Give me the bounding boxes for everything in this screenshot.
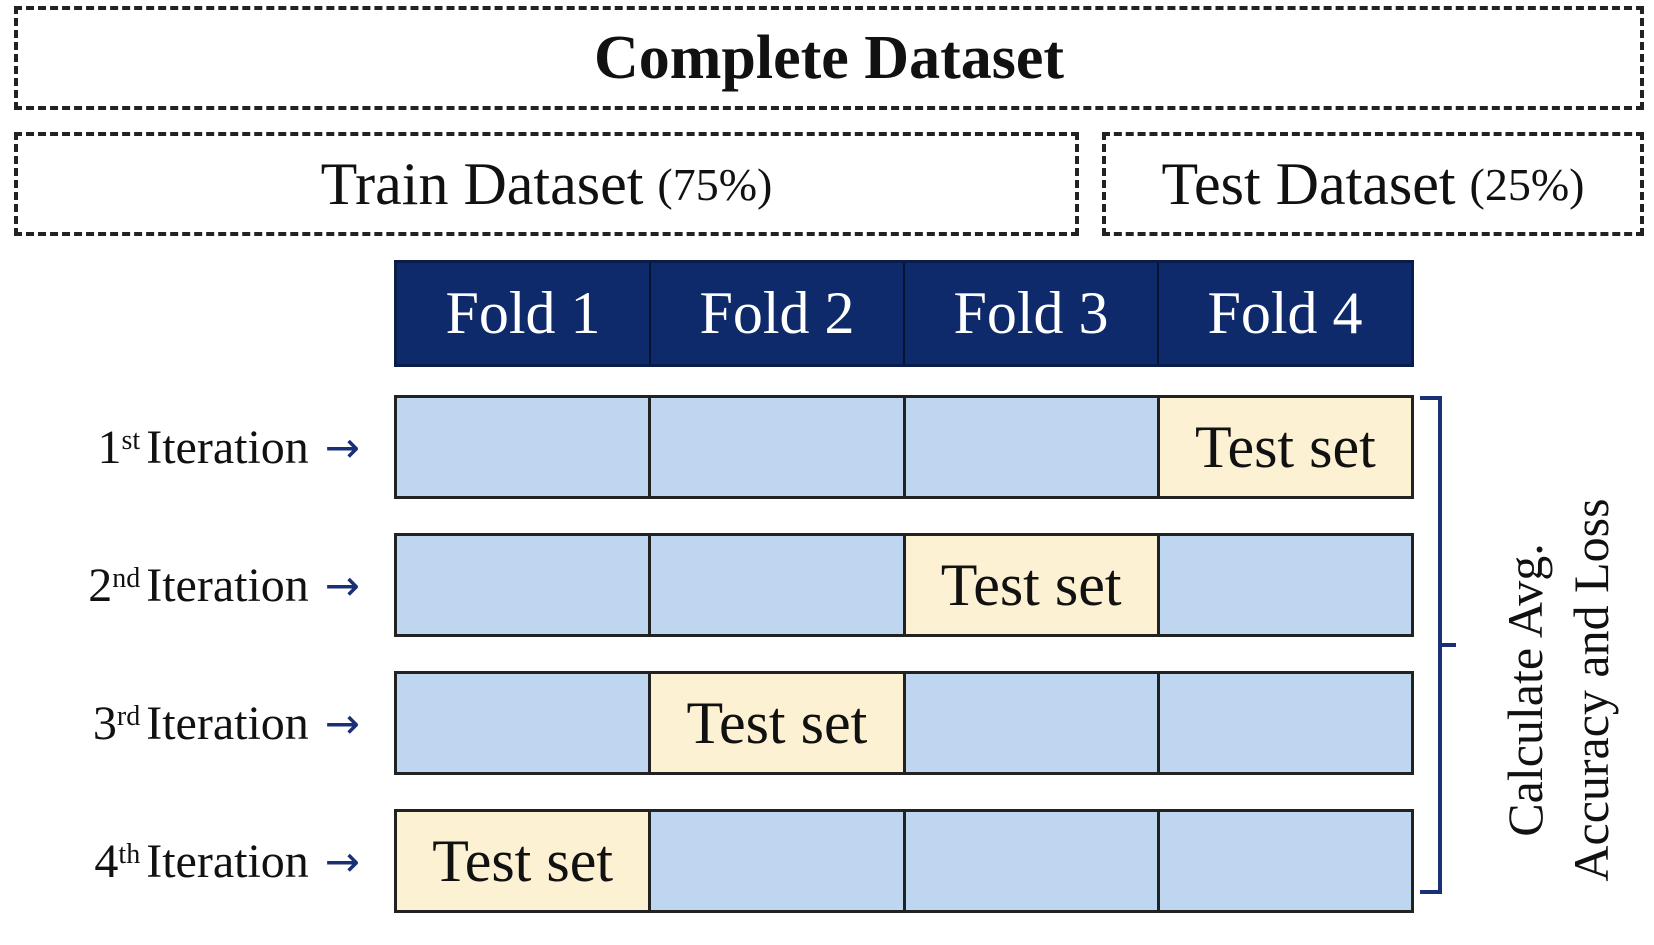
test-set-cell: Test set: [1159, 398, 1411, 496]
iteration-number: 2: [88, 558, 113, 612]
iteration-number: 3: [92, 696, 117, 750]
iteration-word: Iteration: [146, 420, 309, 474]
iteration-word: Iteration: [146, 696, 309, 750]
fold-header-1: Fold 1: [397, 263, 651, 364]
test-set-cell: Test set: [397, 812, 652, 910]
train-fold-cell: [1159, 812, 1411, 910]
train-dataset-box: Train Dataset (75%): [14, 132, 1079, 236]
iteration-word: Iteration: [146, 558, 309, 612]
train-fold-cell: [651, 812, 906, 910]
side-label-line2: Accuracy and Loss: [1563, 498, 1619, 882]
complete-dataset-label: Complete Dataset: [593, 23, 1065, 92]
bracket-icon: [1420, 396, 1456, 894]
right-arrow-icon: →: [324, 422, 360, 472]
iteration-number: 4: [94, 834, 119, 888]
train-fold-cell: [651, 536, 906, 634]
iteration-row-1: Test set: [394, 395, 1414, 499]
side-label-line1: Calculate Avg.: [1497, 543, 1553, 837]
test-dataset-percent: (25%): [1469, 158, 1585, 210]
test-dataset-box: Test Dataset (25%): [1102, 132, 1644, 236]
fold-header-3: Fold 3: [905, 263, 1159, 364]
train-fold-cell: [397, 536, 652, 634]
iteration-row-4: Test set: [394, 809, 1414, 913]
iteration-row-3: Test set: [394, 671, 1414, 775]
train-fold-cell: [651, 398, 906, 496]
train-dataset-label: Train Dataset: [320, 150, 644, 217]
train-fold-cell: [1159, 536, 1411, 634]
iteration-suffix: st: [121, 425, 141, 456]
fold-header-row: Fold 1 Fold 2 Fold 3 Fold 4: [394, 260, 1414, 367]
test-set-cell: Test set: [905, 536, 1160, 634]
iteration-suffix: rd: [116, 701, 141, 732]
train-fold-cell: [905, 398, 1160, 496]
right-arrow-icon: →: [324, 698, 360, 748]
test-dataset-label: Test Dataset: [1161, 150, 1456, 217]
fold-header-4: Fold 4: [1207, 280, 1363, 346]
iteration-word: Iteration: [146, 834, 309, 888]
test-set-cell: Test set: [651, 674, 906, 772]
train-fold-cell: [1159, 674, 1411, 772]
iteration-row-2: Test set: [394, 533, 1414, 637]
right-arrow-icon: →: [324, 836, 360, 886]
iteration-suffix: nd: [112, 563, 141, 594]
train-fold-cell: [397, 674, 652, 772]
train-fold-cell: [905, 812, 1160, 910]
train-dataset-percent: (75%): [657, 158, 773, 210]
iteration-number: 1: [97, 420, 122, 474]
train-fold-cell: [905, 674, 1160, 772]
side-label: Calculate Avg. Accuracy and Loss: [1488, 490, 1628, 890]
iteration-suffix: th: [118, 839, 141, 870]
right-arrow-icon: →: [324, 560, 360, 610]
fold-header-2: Fold 2: [651, 263, 905, 364]
complete-dataset-box: Complete Dataset: [14, 6, 1644, 110]
train-fold-cell: [397, 398, 652, 496]
